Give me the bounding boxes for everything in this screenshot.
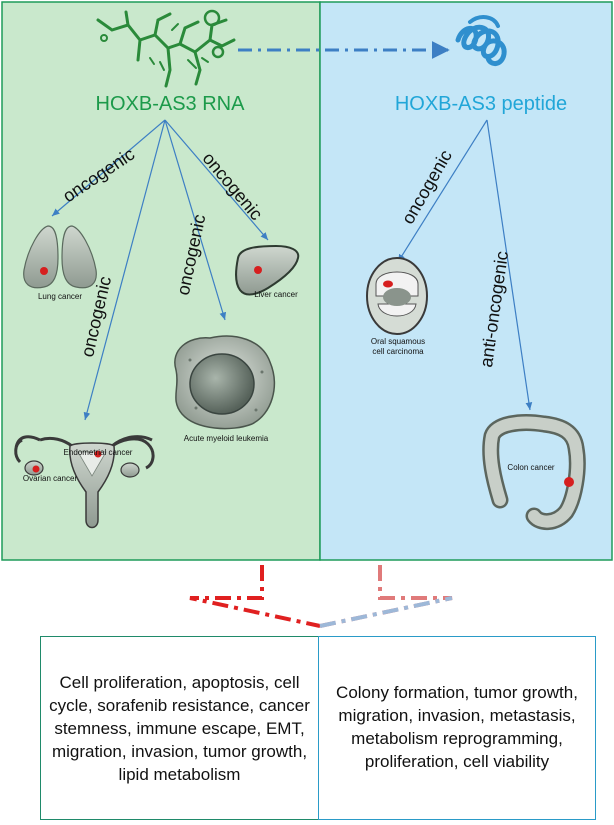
endometrial-tumor-dot <box>94 450 102 458</box>
peptide-title: HOXB-AS3 peptide <box>395 93 567 115</box>
rna-structure-icon <box>96 9 236 88</box>
peptide-functions-box: Colony formation, tumor growth, migratio… <box>318 636 596 820</box>
mouth-icon <box>366 257 428 335</box>
oral-label-line1: Oral squamous <box>371 337 425 346</box>
endometrial-label: Endometrial cancer <box>64 448 133 457</box>
colon-label: Colon cancer <box>507 463 554 472</box>
ovarian-tumor-dot <box>32 465 40 473</box>
liver-tumor-dot <box>254 266 262 274</box>
ovarian-label: Ovarian cancer <box>23 474 78 483</box>
lung-tumor-dot <box>40 267 48 275</box>
aml-label: Acute myeloid leukemia <box>184 434 269 443</box>
rna-title: HOXB-AS3 RNA <box>96 93 246 115</box>
peptide-functions-text: Colony formation, tumor growth, migratio… <box>336 683 578 771</box>
colon-tumor-dot <box>564 477 574 487</box>
lung-label: Lung cancer <box>38 292 82 301</box>
cell-icon <box>174 335 275 430</box>
rna-arrows <box>51 119 269 421</box>
uterus-icon <box>14 435 155 529</box>
liver-label: Liver cancer <box>254 290 298 299</box>
colon-icon <box>482 414 586 530</box>
lung-icon <box>23 225 97 289</box>
convergence-arrow <box>189 565 453 628</box>
rna-functions-text: Cell proliferation, apoptosis, cell cycl… <box>49 672 310 784</box>
peptide-coil-icon <box>455 15 507 66</box>
oral-label-line2: cell carcinoma <box>372 347 424 356</box>
oral-tumor-dot <box>383 280 393 288</box>
rna-functions-box: Cell proliferation, apoptosis, cell cycl… <box>40 636 318 820</box>
liver-icon <box>235 244 300 296</box>
peptide-arrows <box>397 119 533 411</box>
